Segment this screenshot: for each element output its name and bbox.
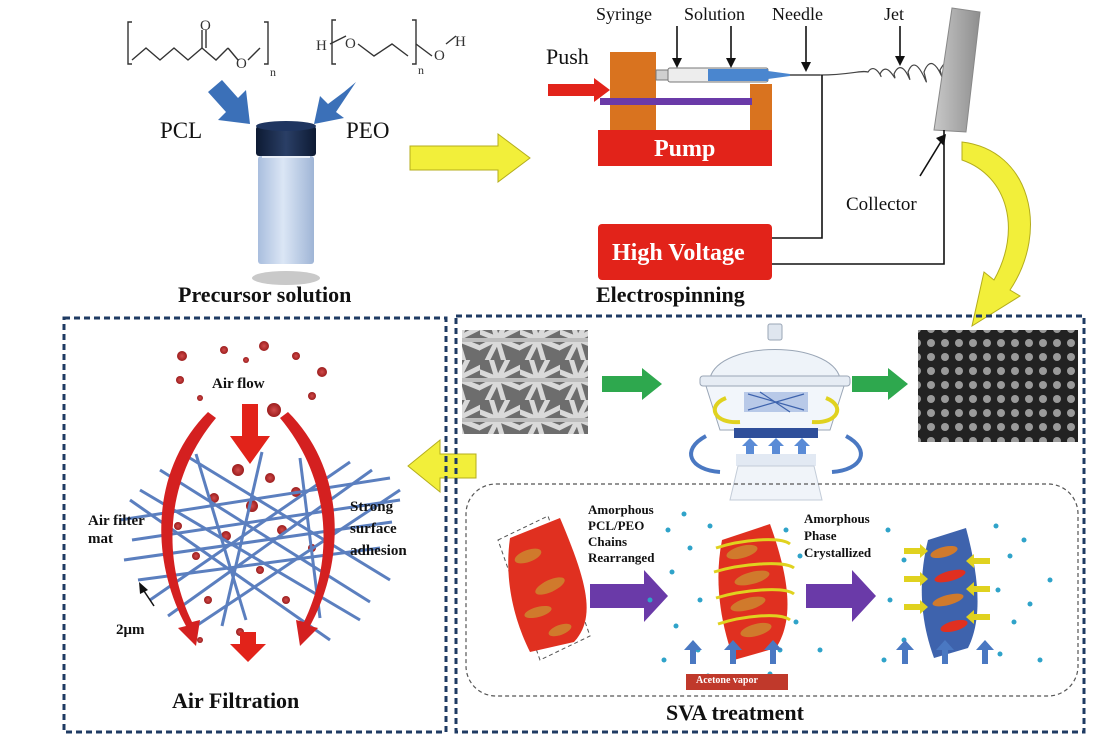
wires bbox=[772, 75, 945, 265]
sem-image-after bbox=[918, 330, 1078, 442]
peo-arrow bbox=[314, 82, 356, 124]
sva-step1-line1: Amorphous bbox=[588, 502, 654, 517]
vapor-dots bbox=[647, 511, 1053, 679]
pcl-carbonyl-o: O bbox=[200, 18, 211, 34]
desiccator-icon bbox=[689, 323, 863, 501]
peo-subscript: n bbox=[418, 63, 424, 77]
scale-pointer-head bbox=[139, 582, 148, 594]
air-filtration-panel bbox=[62, 316, 448, 734]
electrospinning-title: Electrospinning bbox=[596, 282, 745, 307]
peo-o-left: O bbox=[345, 36, 356, 52]
collector-plate bbox=[933, 7, 981, 133]
pcl-arrow bbox=[208, 80, 250, 124]
airflow-curve-right bbox=[280, 412, 335, 646]
peo-h-right: H bbox=[455, 34, 466, 50]
syringe-holder bbox=[750, 84, 772, 132]
peo-structure bbox=[329, 19, 457, 65]
pcl-subscript: n bbox=[270, 65, 276, 79]
green-arrow-left bbox=[602, 368, 662, 400]
scale-label: 2μm bbox=[116, 622, 145, 638]
sva-step2-line1: Amorphous bbox=[804, 511, 870, 526]
flow-arrow-spinning-to-sva bbox=[961, 141, 1031, 328]
sva-title: SVA treatment bbox=[666, 700, 804, 725]
push-label: Push bbox=[546, 44, 589, 69]
jet-spiral bbox=[819, 60, 965, 91]
strong-line1: Strong bbox=[350, 499, 394, 515]
purple-arrow-1 bbox=[590, 570, 668, 622]
precursor-title: Precursor solution bbox=[178, 282, 352, 307]
strong-line3: adhesion bbox=[350, 543, 407, 559]
high-voltage-label: High Voltage bbox=[612, 240, 745, 266]
syringe-icon bbox=[655, 67, 820, 83]
pcl-ester-o: O bbox=[236, 56, 247, 72]
syringe-label: Syringe bbox=[596, 4, 652, 24]
pcl-label: PCL bbox=[160, 118, 203, 143]
flow-arrow-sva-to-filtration bbox=[407, 438, 477, 494]
air-filter-mat-line1: Air filter bbox=[88, 513, 145, 529]
sva-step1-line3: Chains bbox=[588, 534, 628, 549]
sva-step1-line2: PCL/PEO bbox=[588, 518, 645, 533]
acetone-vapor-box bbox=[686, 674, 788, 690]
green-arrow-right bbox=[852, 368, 908, 400]
particles bbox=[174, 341, 327, 643]
high-voltage-box bbox=[598, 224, 772, 280]
jet-label: Jet bbox=[884, 4, 904, 24]
air-filtration-title: Air Filtration bbox=[172, 688, 300, 713]
sem-image-before bbox=[462, 330, 588, 434]
peo-label: PEO bbox=[346, 118, 390, 143]
collector-label: Collector bbox=[846, 194, 917, 215]
pump-box bbox=[598, 130, 772, 166]
sva-panel bbox=[454, 314, 1086, 734]
vapor-arrows bbox=[684, 640, 994, 664]
sva-step2-line3: Crystallized bbox=[804, 545, 872, 560]
solution-label: Solution bbox=[684, 4, 746, 24]
sva-step2-line2: Phase bbox=[804, 528, 837, 543]
air-filter-mat-line2: mat bbox=[88, 531, 113, 547]
fiber-stage-1 bbox=[497, 515, 591, 661]
peo-o-right: O bbox=[434, 48, 445, 64]
air-flow-label: Air flow bbox=[212, 376, 265, 392]
strong-adhesion-label: Strong surface adhesion bbox=[350, 496, 407, 562]
peo-h-left: H bbox=[316, 38, 327, 54]
air-filter-mat-label: Air filter mat bbox=[88, 512, 145, 548]
strong-line2: surface bbox=[350, 521, 397, 537]
purple-arrow-2 bbox=[806, 570, 876, 622]
pump-rail bbox=[600, 98, 752, 105]
flow-arrow-precursor-to-spinning bbox=[409, 133, 531, 183]
airflow-curve-left bbox=[161, 412, 216, 646]
push-arrow bbox=[548, 78, 610, 102]
fiber-stage-3 bbox=[904, 528, 990, 658]
sva-step1-label: Amorphous PCL/PEO Chains Rearranged bbox=[588, 502, 654, 566]
airflow-arrow-top bbox=[230, 404, 270, 464]
acetone-vapor-label: Acetone vapor bbox=[696, 675, 758, 686]
needle-label: Needle bbox=[772, 4, 823, 24]
pump-label: Pump bbox=[654, 136, 716, 162]
syringe-plunger-block bbox=[610, 52, 656, 132]
airflow-arrow-bottom bbox=[230, 632, 266, 662]
sva-step2-label: Amorphous Phase Crystallized bbox=[804, 510, 871, 561]
sva-step1-line4: Rearranged bbox=[588, 550, 655, 565]
fiber-stage-2 bbox=[713, 524, 795, 660]
pcl-structure bbox=[127, 21, 269, 65]
sva-process-frame bbox=[465, 483, 1079, 697]
vial-icon bbox=[252, 121, 320, 285]
